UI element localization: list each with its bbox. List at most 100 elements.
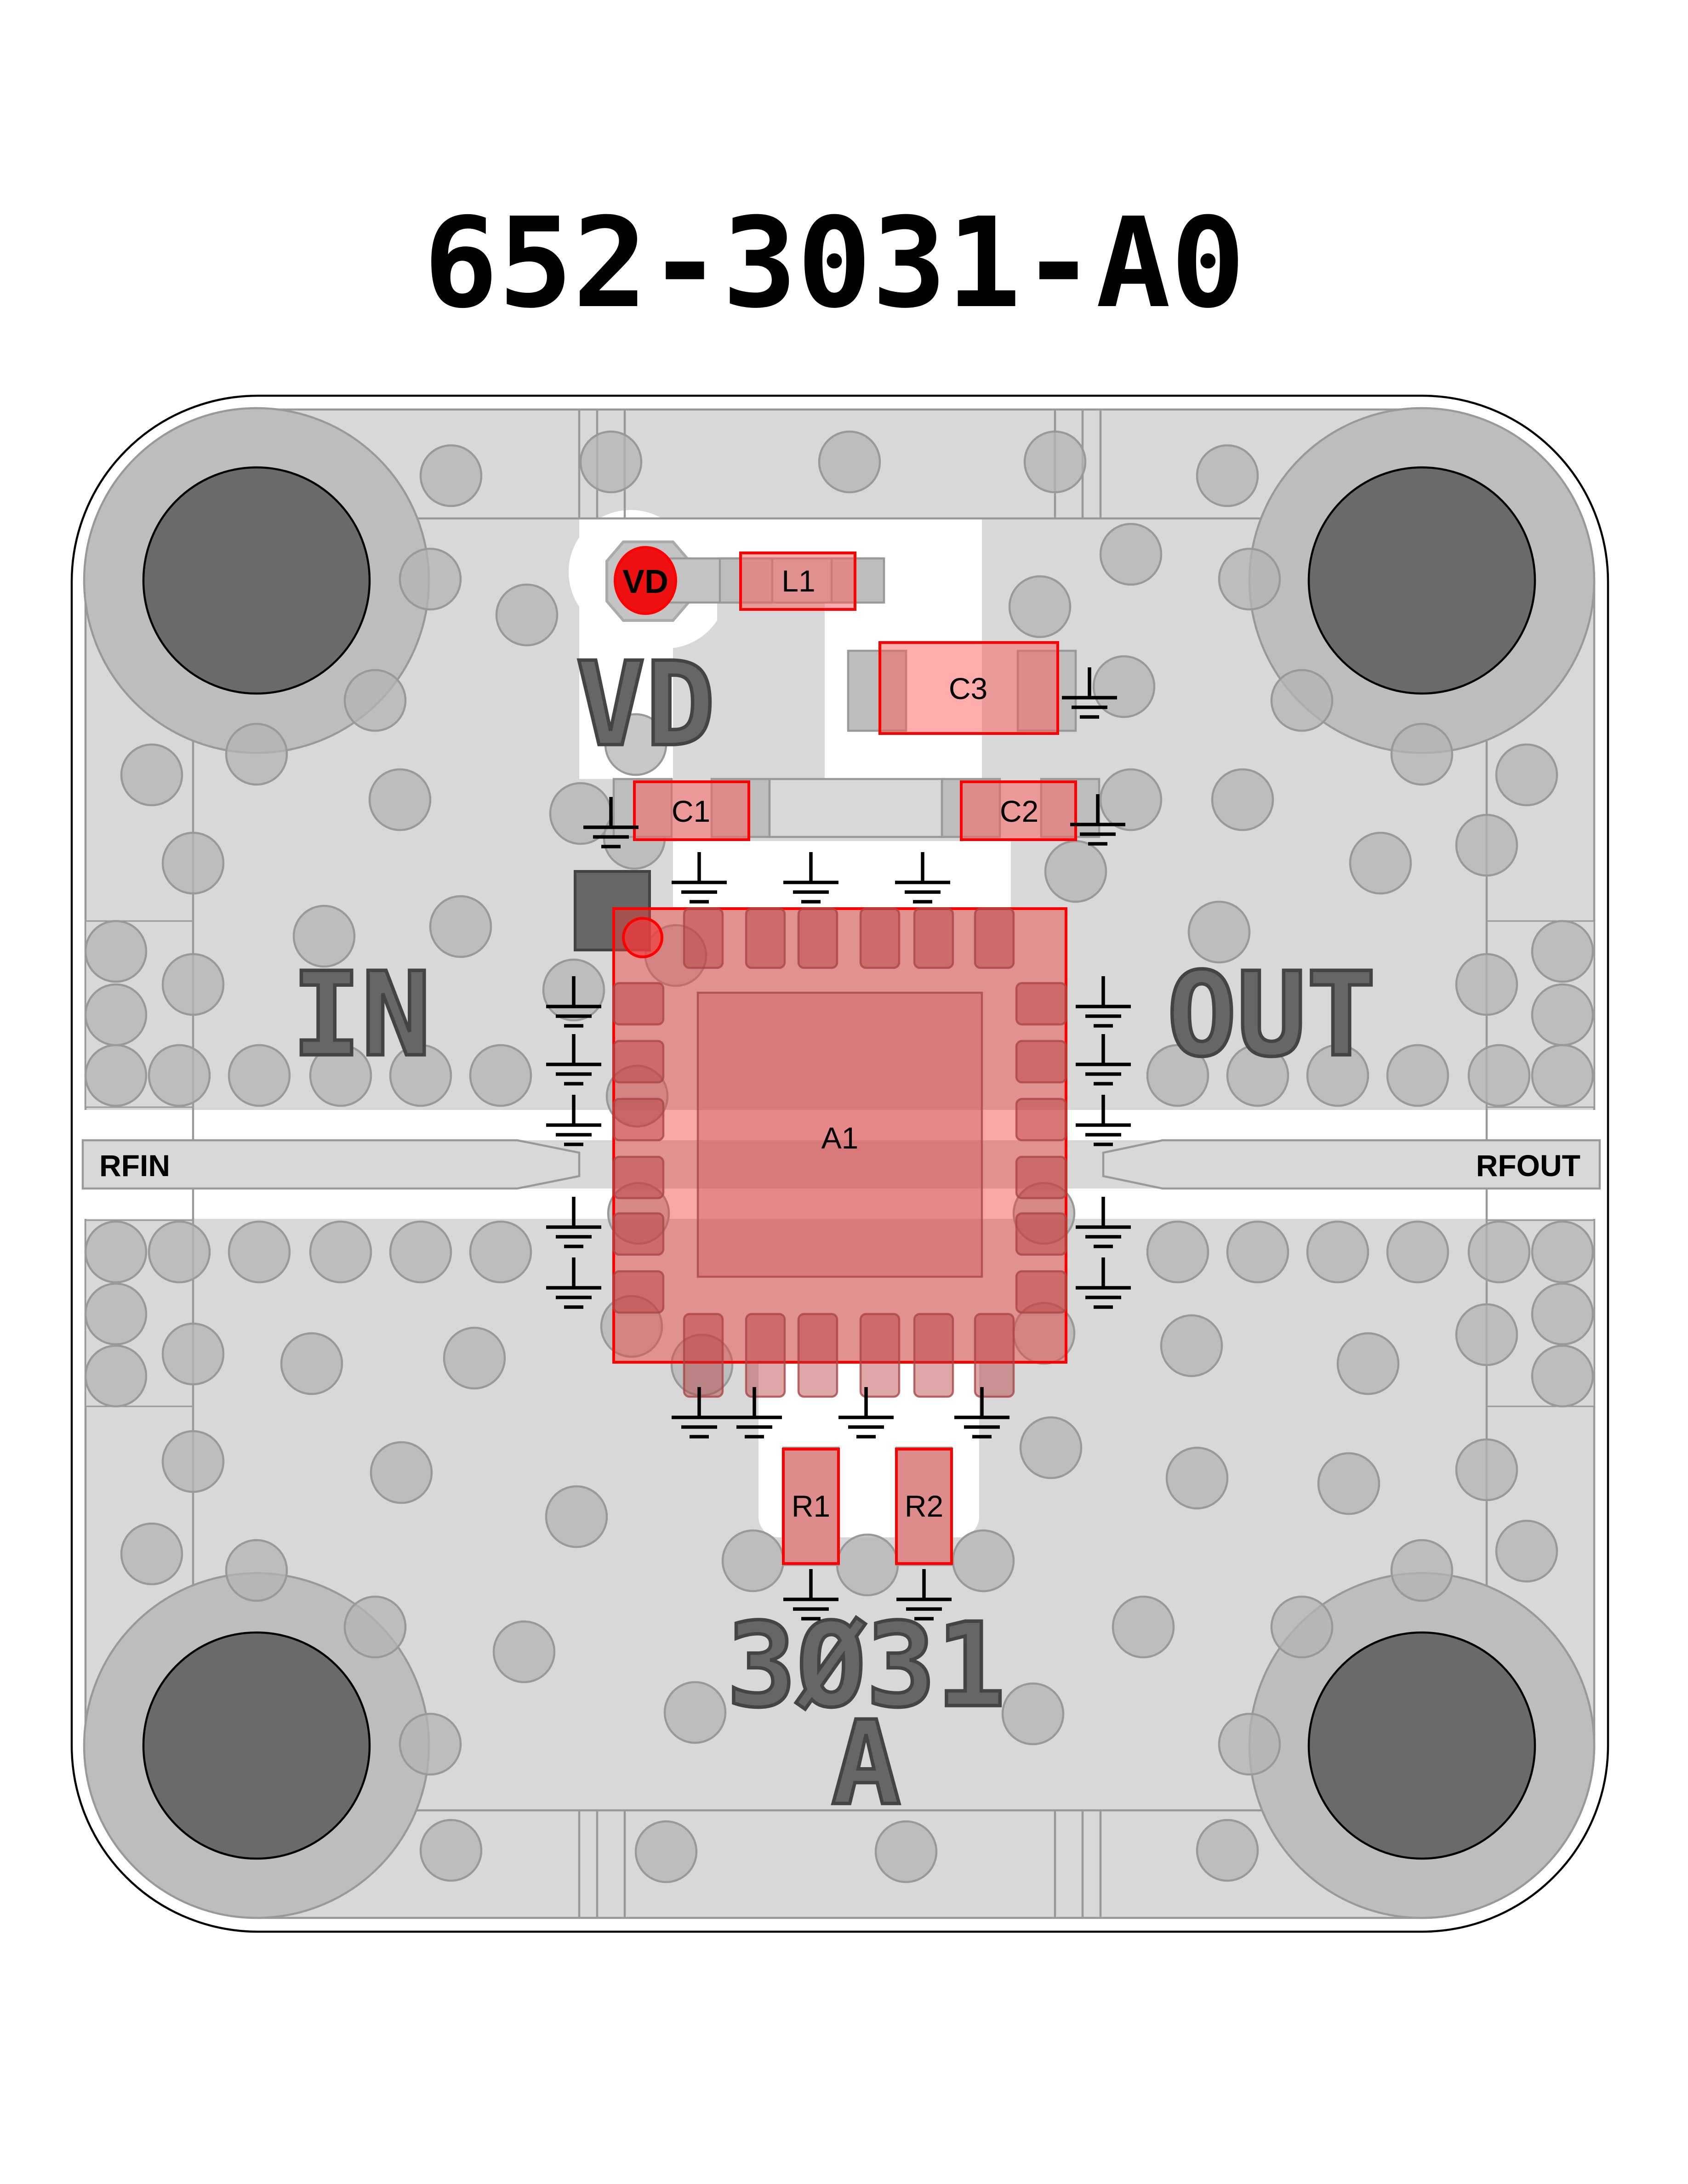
ground-icon (727, 1387, 782, 1439)
component-l1[interactable]: L1 (739, 552, 856, 611)
via (952, 1529, 1015, 1592)
mounting-hole (83, 1572, 430, 1919)
ground-icon (672, 1387, 727, 1439)
ground-icon (1076, 976, 1131, 1028)
component-c3[interactable]: C3 (878, 641, 1059, 735)
component-a1[interactable]: A1 (612, 907, 1067, 1398)
mounting-holes (83, 407, 1596, 1919)
via (280, 1332, 343, 1395)
via (1112, 1595, 1175, 1659)
ground-icon (672, 852, 727, 904)
via (309, 1044, 372, 1107)
a1-label: A1 (821, 1121, 859, 1155)
via (84, 1282, 148, 1346)
rfout-label[interactable]: RFOUT (1476, 1149, 1580, 1183)
ground-icon (1062, 667, 1117, 719)
via (120, 1522, 183, 1586)
via (84, 1344, 148, 1408)
via (1531, 1044, 1594, 1107)
via (1196, 444, 1259, 507)
component-c2[interactable]: C2 (960, 780, 1077, 841)
via (399, 547, 462, 611)
a1-pin (612, 982, 665, 1026)
via (343, 669, 407, 732)
vd-test-point[interactable] (614, 546, 677, 615)
a1-pin (974, 1313, 1015, 1398)
a1-pin (1015, 1155, 1067, 1200)
a1-pin (797, 907, 838, 969)
hole-drill (142, 1631, 371, 1860)
a1-pin (974, 907, 1015, 969)
via (1165, 1446, 1229, 1510)
via (1270, 1595, 1334, 1659)
via (1092, 655, 1156, 718)
via (1008, 575, 1072, 638)
via (495, 583, 559, 647)
via (1226, 1220, 1289, 1284)
component-r1[interactable]: R1 (782, 1448, 840, 1565)
via (1306, 1220, 1369, 1284)
a1-pin (612, 1212, 665, 1256)
via (225, 722, 288, 786)
r2-label: R2 (905, 1489, 943, 1523)
ground-icon (783, 852, 838, 904)
a1-pin (1015, 1098, 1067, 1142)
via (1390, 1539, 1454, 1602)
via (1455, 1303, 1518, 1366)
rfin-label[interactable]: RFIN (99, 1149, 170, 1183)
via (161, 953, 225, 1016)
via (419, 444, 483, 507)
ground-icon (1076, 1257, 1131, 1309)
via (148, 1044, 211, 1107)
component-c1[interactable]: C1 (633, 780, 750, 841)
via (368, 768, 432, 831)
via (1218, 547, 1281, 611)
via (370, 1441, 433, 1504)
ground-icon (546, 1257, 601, 1309)
component-r2[interactable]: R2 (895, 1448, 953, 1565)
a1-pin (913, 1313, 954, 1398)
silk-revision: A (831, 1696, 901, 1831)
via (389, 1220, 452, 1284)
via (1146, 1220, 1209, 1284)
ground-icon (546, 1197, 601, 1248)
via (443, 1326, 506, 1390)
via (84, 983, 148, 1046)
via (84, 920, 148, 983)
rf-clearance-top (83, 1110, 1600, 1140)
rfin-trace (81, 1139, 581, 1190)
via (1455, 1438, 1518, 1502)
via (670, 1333, 734, 1397)
via (309, 1220, 372, 1284)
rfout-trace (1102, 1139, 1601, 1190)
mounting-hole (83, 407, 430, 754)
via (1211, 768, 1274, 831)
c2-label: C2 (1000, 794, 1038, 828)
ground-icon (1076, 1095, 1131, 1146)
via (1160, 1314, 1223, 1377)
via (469, 1044, 532, 1107)
a1-pin (612, 1155, 665, 1200)
hole-drill (1307, 466, 1536, 695)
via (469, 1220, 532, 1284)
via (1044, 840, 1107, 903)
a1-pin (1015, 1270, 1067, 1314)
via (1386, 1044, 1449, 1107)
silk-out: OUT (1167, 948, 1376, 1082)
via (1349, 831, 1412, 895)
via (1019, 1416, 1083, 1479)
via (1099, 523, 1163, 586)
via (1390, 722, 1454, 786)
via (419, 1819, 483, 1882)
a1-pin (612, 1270, 665, 1314)
via (161, 1430, 225, 1493)
via (161, 831, 225, 895)
via (836, 1533, 899, 1597)
via (818, 430, 881, 494)
rf-clearance-bottom (83, 1189, 1600, 1219)
via (545, 1485, 608, 1548)
ground-icon (546, 1034, 601, 1086)
via (228, 1220, 291, 1284)
via (1495, 743, 1558, 807)
via (1023, 430, 1087, 494)
